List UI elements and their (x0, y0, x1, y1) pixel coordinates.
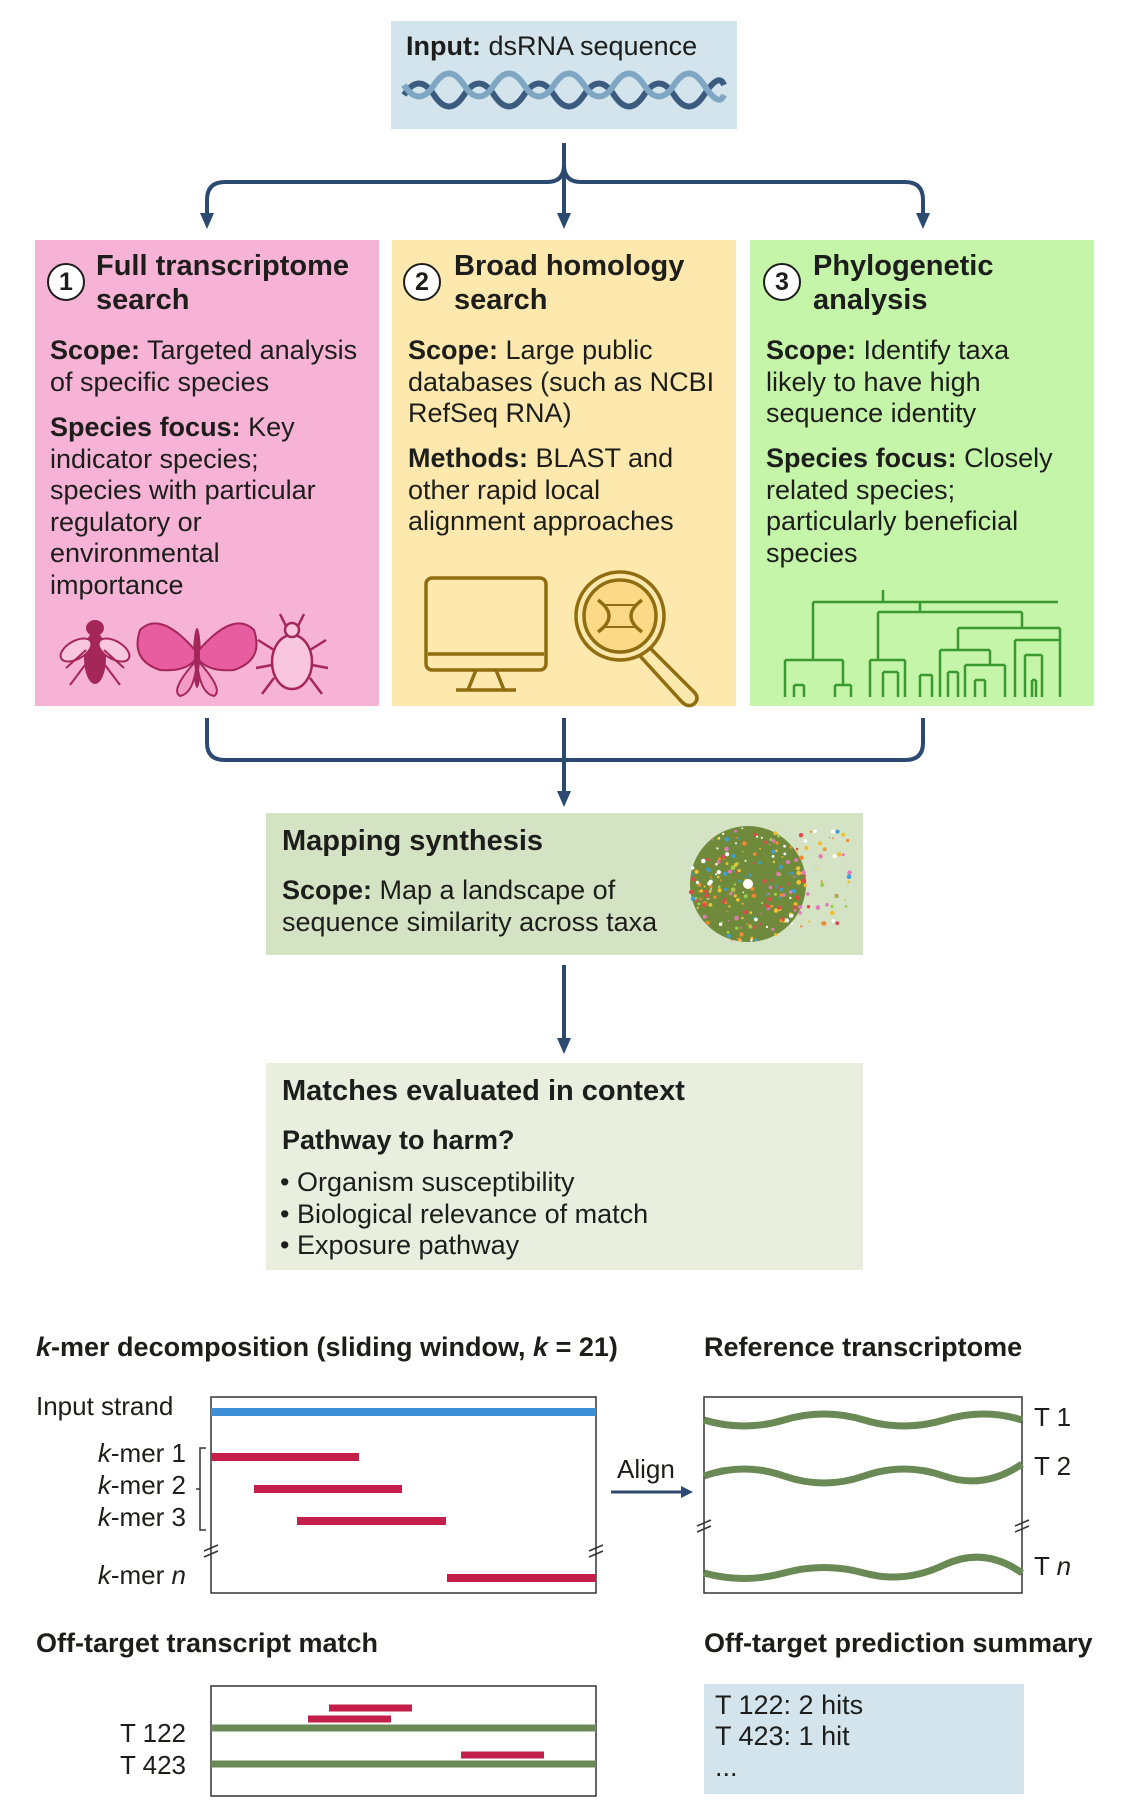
kmer-label-1: k-mer 1 (97, 1438, 186, 1468)
approach-1-focus-label: Species focus: (50, 412, 241, 442)
kmer-label-3: k-mer 3 (97, 1502, 186, 1532)
transcript-label-t2: T 2 (1034, 1451, 1072, 1481)
matches-bullet: • Organism susceptibility (280, 1167, 575, 1197)
butterfly-icon (136, 622, 258, 698)
matches-subtitle: Pathway to harm? (282, 1125, 515, 1155)
input-label-line: Input: dsRNA sequence (406, 31, 697, 62)
align-label: Align (617, 1454, 675, 1484)
summary-line: T 122: 2 hits (715, 1690, 864, 1720)
matches-box (266, 1063, 863, 1270)
step-number-3: 3 (763, 263, 801, 301)
approach-1-scope-label: Scope: (50, 335, 141, 365)
offtarget-title: Off-target transcript match (36, 1628, 379, 1658)
summary-title: Off-target prediction summary (704, 1628, 1093, 1658)
step-number-1: 1 (47, 263, 85, 301)
kmer-bracket (196, 1447, 206, 1531)
axis-break-right (588, 1544, 604, 1558)
mapping-title: Mapping synthesis (282, 825, 544, 857)
approach-3-focus-label: Species focus: (766, 443, 957, 473)
offtarget-frame (210, 1685, 597, 1797)
axis-break-right (1014, 1519, 1030, 1533)
transcript-label-t1: T 1 (1034, 1402, 1072, 1432)
approach-2-scope: Scope: Large public databases (such as N… (408, 335, 715, 428)
approach-2-title-line2: search (454, 284, 548, 316)
transcript-t1 (702, 1410, 1024, 1430)
kmer-section-title: k-mer decomposition (sliding window, k =… (36, 1332, 618, 1362)
input-strand-label: Input strand (36, 1391, 174, 1421)
input-label: Input: (406, 31, 481, 61)
approach-2-methods: Methods: BLAST and other rapid local ali… (408, 443, 674, 536)
approach-1-scope: Scope: Targeted analysis of specific spe… (50, 335, 358, 397)
monitor-icon (424, 576, 548, 692)
kmer-label-n: k-mer n (97, 1560, 186, 1590)
approach-box-2 (392, 240, 736, 706)
fly-icon (59, 620, 131, 686)
mapping-scope: Scope: Map a landscape of sequence simil… (282, 875, 658, 937)
matches-bullet-list: • Organism susceptibility • Biological r… (280, 1167, 648, 1262)
offtarget-label-t423: T 423 (119, 1750, 186, 1780)
kmer-label-2: k-mer 2 (97, 1470, 186, 1500)
approach-2-methods-label: Methods: (408, 443, 528, 473)
reference-title: Reference transcriptome (704, 1332, 1023, 1362)
matches-bullet: • Exposure pathway (280, 1230, 520, 1260)
summary-line: T 423: 1 hit (715, 1721, 850, 1751)
reference-frame (703, 1396, 1023, 1594)
transcript-tn (703, 1553, 1025, 1582)
approach-2-scope-label: Scope: (408, 335, 499, 365)
transcript-t2 (702, 1461, 1024, 1487)
axis-break-left (203, 1544, 219, 1558)
input-text: dsRNA sequence (488, 31, 698, 61)
summary-box (704, 1684, 1024, 1794)
summary-lines: T 122: 2 hits T 423: 1 hit ... (715, 1690, 863, 1783)
approach-1-title-line1: Full transcriptome (96, 250, 349, 282)
magnifier-dna-icon (574, 570, 699, 708)
axis-break-left (696, 1519, 712, 1533)
offtarget-label-t122: T 122 (119, 1718, 186, 1748)
kmer-frame (210, 1396, 597, 1594)
transcript-label-tn: T n (1034, 1551, 1072, 1581)
approach-3-title-line2: analysis (813, 284, 928, 316)
approach-3-focus: Species focus: Closely related species; … (766, 443, 1053, 568)
approach-2-title-line1: Broad homology (454, 250, 685, 282)
approach-1-focus: Species focus: Key indicator species; sp… (50, 412, 316, 600)
approach-3-scope-label: Scope: (766, 335, 857, 365)
approach-3-title-line1: Phylogenetic (813, 250, 994, 282)
mite-icon (255, 613, 329, 695)
step-number-2: 2 (403, 263, 441, 301)
summary-line: ... (715, 1752, 738, 1782)
mapping-scope-label: Scope: (282, 875, 373, 905)
approach-1-title-line2: search (96, 284, 190, 316)
approach-3-scope: Scope: Identify taxa likely to have high… (766, 335, 1010, 428)
matches-title: Matches evaluated in context (282, 1075, 685, 1107)
matches-bullet: • Biological relevance of match (280, 1198, 649, 1229)
